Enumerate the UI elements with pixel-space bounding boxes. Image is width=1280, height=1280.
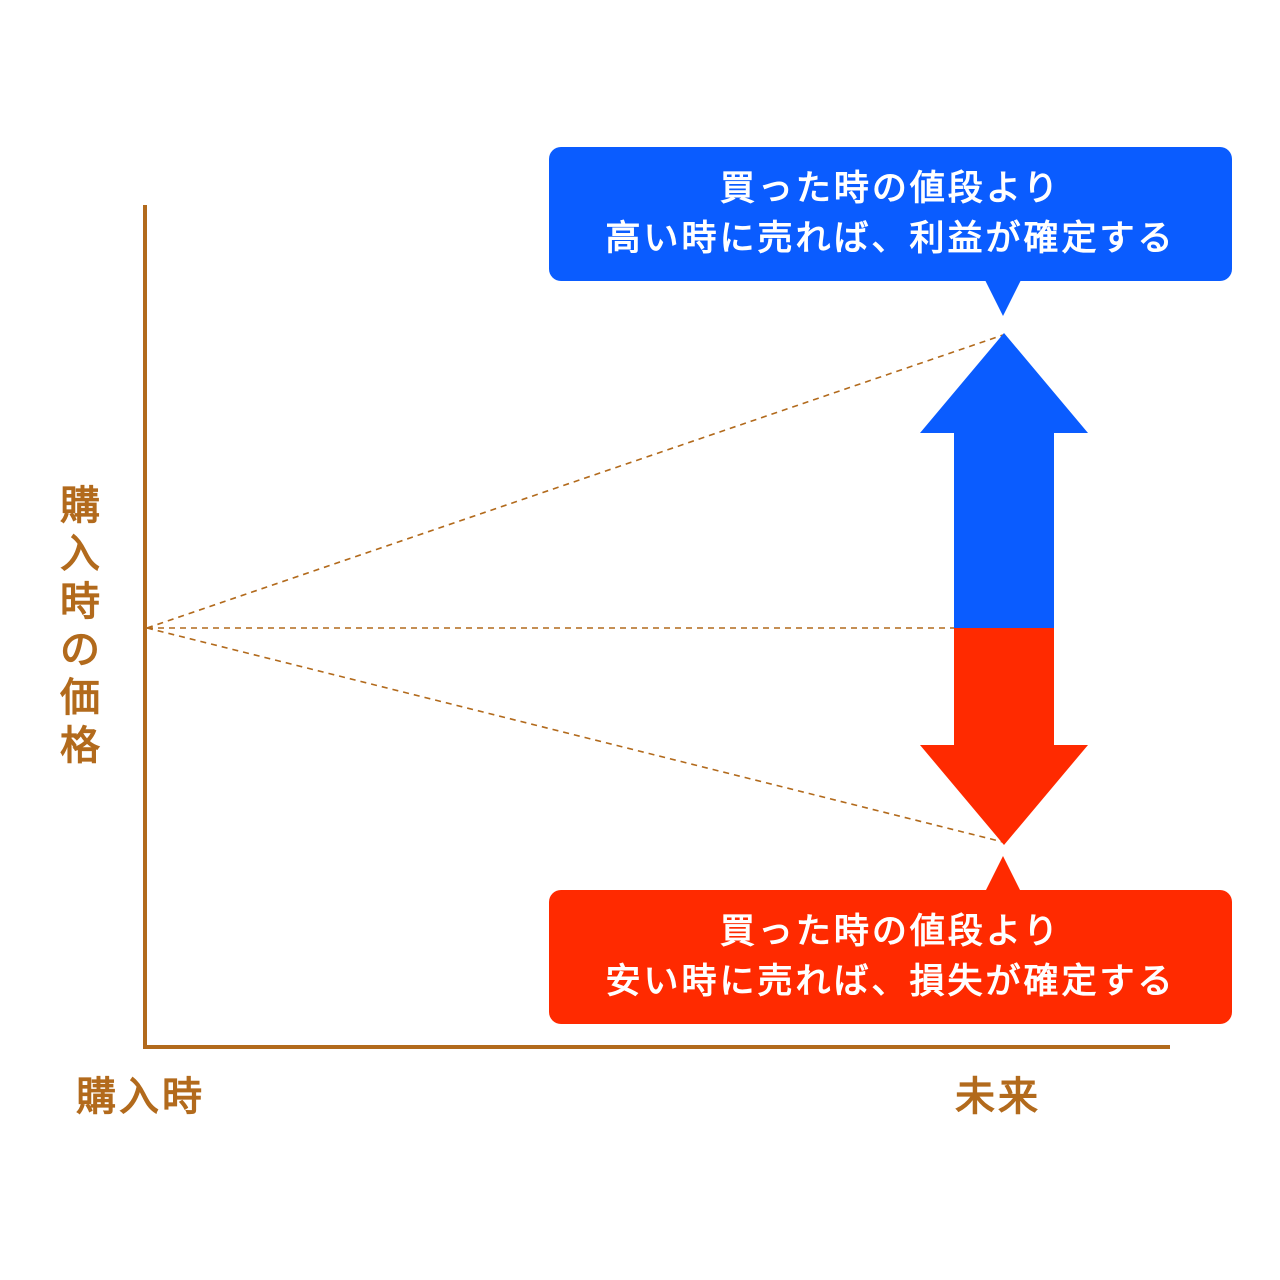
dashed-line-to-high bbox=[146, 334, 1004, 629]
y-axis-label-char: 購 bbox=[60, 483, 100, 529]
loss-callout-pointer bbox=[985, 856, 1021, 892]
y-axis-label-char: 時 bbox=[60, 579, 100, 625]
dashed-line-to-low bbox=[146, 627, 1004, 843]
y-axis-label-char: の bbox=[60, 627, 100, 673]
profit-callout-line2: 高い時に売れば、利益が確定する bbox=[605, 219, 1176, 259]
x-axis-start-label: 購入時 bbox=[76, 1074, 205, 1120]
profit-callout: 買った時の値段より 高い時に売れば、利益が確定する bbox=[549, 147, 1232, 281]
x-axis-end-label: 未来 bbox=[955, 1074, 1041, 1120]
y-axis-label-char: 価 bbox=[60, 675, 100, 721]
loss-callout: 買った時の値段より 安い時に売れば、損失が確定する bbox=[549, 890, 1232, 1024]
loss-callout-line2: 安い時に売れば、損失が確定する bbox=[605, 962, 1176, 1002]
y-axis-label-char: 入 bbox=[60, 531, 100, 577]
loss-down-arrow bbox=[920, 628, 1088, 845]
profit-up-arrow bbox=[920, 333, 1088, 630]
y-axis-label: 購 入 時 の 価 格 bbox=[50, 482, 110, 770]
profit-callout-line1: 買った時の値段より bbox=[719, 169, 1062, 209]
y-axis-label-char: 格 bbox=[60, 723, 100, 769]
profit-callout-pointer bbox=[985, 280, 1021, 316]
loss-callout-line1: 買った時の値段より bbox=[719, 912, 1062, 952]
